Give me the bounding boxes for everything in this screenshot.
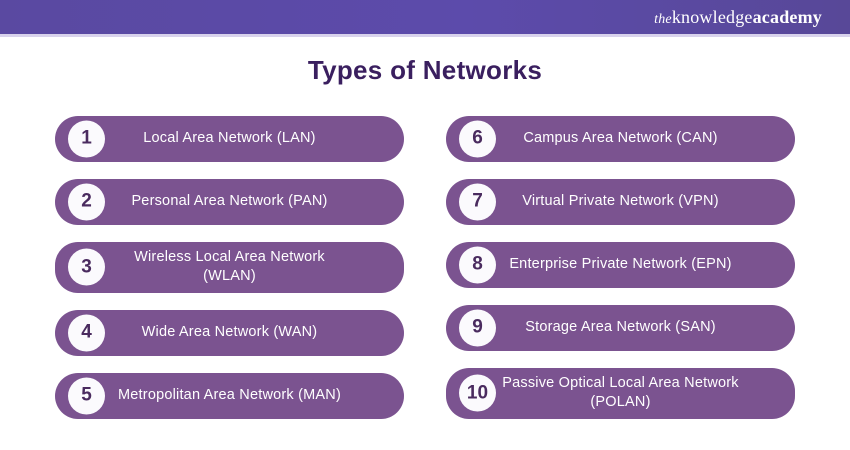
logo-the: the <box>654 11 672 27</box>
network-item-pan: 2 Personal Area Network (PAN) <box>55 178 404 225</box>
network-item-can: 6 Campus Area Network (CAN) <box>446 115 795 162</box>
header-bar: theknowledgeacademy <box>0 0 850 37</box>
network-item-wlan: 3 Wireless Local Area Network (WLAN) <box>55 241 404 293</box>
left-column: 1 Local Area Network (LAN) 2 Personal Ar… <box>55 115 404 419</box>
item-label: Enterprise Private Network (EPN) <box>509 255 732 272</box>
item-number-badge: 10 <box>459 374 496 412</box>
network-item-vpn: 7 Virtual Private Network (VPN) <box>446 178 795 225</box>
network-item-epn: 8 Enterprise Private Network (EPN) <box>446 241 795 288</box>
logo-academy: academy <box>752 6 822 27</box>
item-label: Personal Area Network (PAN) <box>131 192 328 209</box>
network-item-lan: 1 Local Area Network (LAN) <box>55 115 404 162</box>
item-number-badge: 5 <box>68 377 105 415</box>
network-item-man: 5 Metropolitan Area Network (MAN) <box>55 372 404 419</box>
knowledge-academy-logo: theknowledgeacademy <box>654 7 822 28</box>
item-label: Passive Optical Local Area Network (POLA… <box>502 374 739 411</box>
item-number-badge: 1 <box>68 120 105 158</box>
item-number-badge: 9 <box>459 309 496 347</box>
network-item-san: 9 Storage Area Network (SAN) <box>446 304 795 351</box>
item-label: Wireless Local Area Network (WLAN) <box>134 248 325 285</box>
network-item-polan: 10 Passive Optical Local Area Network (P… <box>446 367 795 419</box>
item-number-badge: 6 <box>459 120 496 158</box>
network-item-wan: 4 Wide Area Network (WAN) <box>55 309 404 356</box>
item-number-badge: 2 <box>68 183 105 221</box>
item-label: Wide Area Network (WAN) <box>141 323 318 340</box>
item-number-badge: 3 <box>68 248 105 286</box>
item-label: Virtual Private Network (VPN) <box>522 192 719 209</box>
item-label: Storage Area Network (SAN) <box>525 318 716 335</box>
item-number-badge: 8 <box>459 246 496 284</box>
item-label: Metropolitan Area Network (MAN) <box>118 386 341 403</box>
item-label: Local Area Network (LAN) <box>143 129 316 146</box>
network-types-grid: 1 Local Area Network (LAN) 2 Personal Ar… <box>0 115 850 419</box>
item-number-badge: 4 <box>68 314 105 352</box>
item-number-badge: 7 <box>459 183 496 221</box>
logo-knowledge: knowledge <box>671 6 753 27</box>
page-title: Types of Networks <box>307 55 543 85</box>
right-column: 6 Campus Area Network (CAN) 7 Virtual Pr… <box>446 115 795 419</box>
item-label: Campus Area Network (CAN) <box>523 129 718 146</box>
